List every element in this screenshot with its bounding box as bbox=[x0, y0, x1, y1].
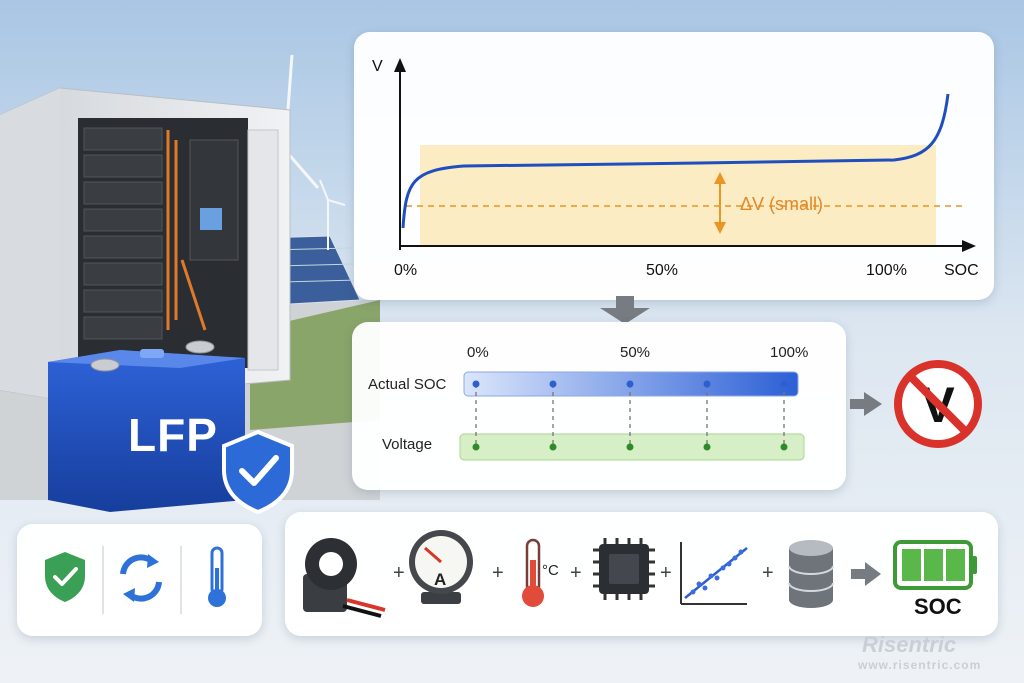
plus-sign-1: + bbox=[393, 562, 405, 584]
ammeter-letter: A bbox=[434, 570, 447, 589]
lfp-battery-cell bbox=[48, 340, 245, 512]
soc-tick-100: 100% bbox=[770, 344, 809, 361]
soc-dot bbox=[626, 380, 634, 388]
plus-sign-4: + bbox=[660, 562, 672, 584]
voltage-curve-line bbox=[401, 93, 950, 229]
soc-dot bbox=[549, 380, 557, 388]
shield-check-icon bbox=[45, 552, 85, 602]
plus-sign-3: + bbox=[570, 562, 582, 584]
plus-sign-5: + bbox=[762, 562, 774, 584]
y-axis-label: V bbox=[372, 58, 383, 75]
temperature-sensor-icon bbox=[522, 538, 544, 607]
pipeline-icons bbox=[303, 530, 977, 618]
watermark-brand: Risentric bbox=[862, 632, 957, 657]
voltage-dot bbox=[703, 443, 711, 451]
x-tick-100: 100% bbox=[866, 262, 907, 279]
soc-dot bbox=[472, 380, 480, 388]
voltage-dot bbox=[780, 443, 788, 451]
battery-full-icon bbox=[893, 540, 977, 590]
ammeter-icon bbox=[409, 530, 473, 604]
processor-chip-icon bbox=[593, 538, 655, 600]
temperature-unit: °C bbox=[542, 562, 559, 579]
soc-tick-0: 0% bbox=[467, 344, 489, 361]
voltage-dot bbox=[472, 443, 480, 451]
right-arrow-icon bbox=[851, 562, 881, 586]
x-tick-0: 0% bbox=[394, 262, 418, 279]
voltage-curve-chart bbox=[394, 58, 976, 252]
soc-tick-50: 50% bbox=[620, 344, 651, 361]
battery-label: LFP bbox=[128, 409, 218, 461]
plus-sign-2: + bbox=[492, 562, 504, 584]
x-tick-50: 50% bbox=[646, 262, 679, 279]
current-sensor-icon bbox=[303, 538, 386, 618]
data-fit-plot-icon bbox=[680, 542, 748, 605]
watermark-url: www.risentric.com bbox=[858, 658, 982, 672]
thermometer-icon bbox=[208, 546, 226, 607]
right-arrow-icon bbox=[850, 392, 882, 416]
down-arrow-icon bbox=[600, 296, 650, 324]
soc-voltage-card bbox=[352, 322, 846, 490]
soc-dot bbox=[703, 380, 711, 388]
actual-soc-label: Actual SOC bbox=[368, 376, 447, 393]
database-icon bbox=[788, 540, 834, 608]
soc-result-label: SOC bbox=[914, 594, 962, 619]
soc-voltage-bars bbox=[459, 371, 805, 461]
voltage-dot bbox=[626, 443, 634, 451]
no-voltage-icon: V bbox=[894, 360, 982, 448]
x-axis-label: SOC bbox=[944, 262, 979, 279]
energy-storage-cabinet bbox=[0, 87, 291, 401]
delta-v-annotation: ΔV (small) bbox=[740, 194, 824, 214]
shield-check-icon bbox=[222, 429, 294, 515]
features-icons bbox=[45, 546, 226, 614]
voltage-label: Voltage bbox=[382, 436, 433, 453]
soc-dot bbox=[780, 380, 788, 388]
voltage-dot bbox=[549, 443, 557, 451]
